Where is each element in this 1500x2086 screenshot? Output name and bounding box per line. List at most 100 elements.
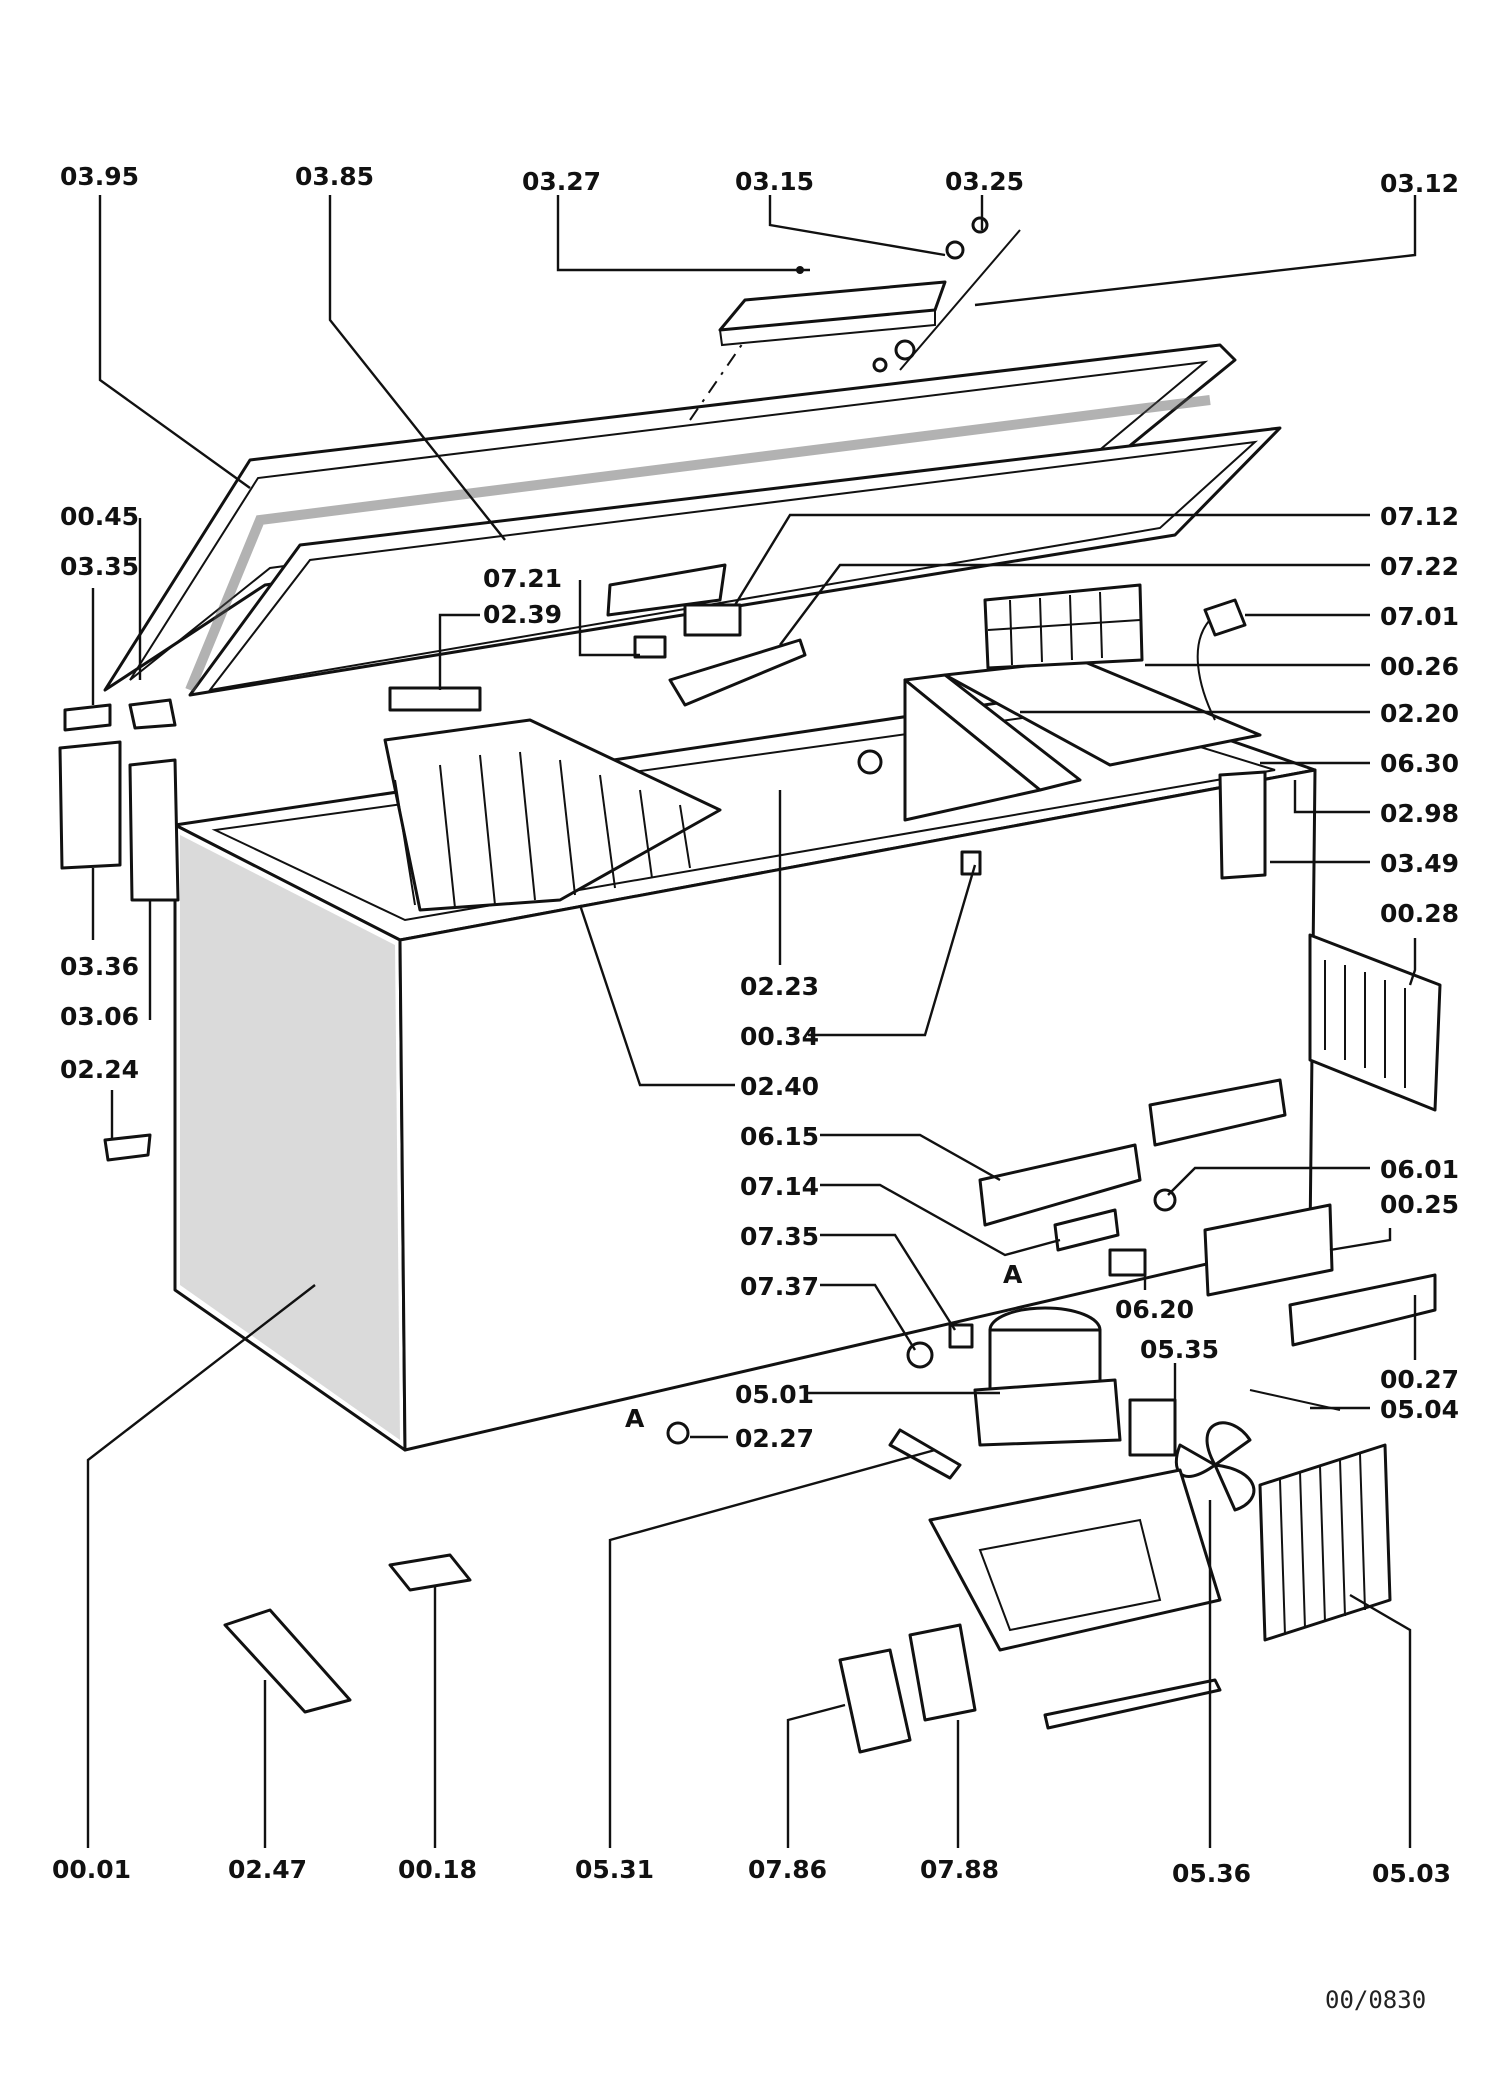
label-06-30: 06.30 [1380,749,1459,778]
condenser-fin [1339,1459,1346,1617]
knob-06-01 [1153,1188,1177,1212]
handle-screw-top [971,216,989,234]
handle-screw [945,240,965,260]
cabinet-inner-rim [211,708,1276,922]
plug [1203,598,1247,637]
condenser-fin [1359,1453,1366,1611]
handle-pin [872,357,888,373]
label-00-18: 00.18 [398,1855,477,1884]
power-cord [1196,598,1247,721]
grid-line [987,619,1141,631]
handle-body [718,280,947,332]
label-05-03: 05.03 [1372,1859,1451,1888]
leader-lines [86,195,1417,1848]
compressor-base [973,1378,1122,1447]
label-02-27: 02.27 [735,1424,814,1453]
light-cover [668,638,807,707]
label-03-25: 03.25 [945,167,1024,196]
panel-top [1148,1078,1287,1147]
label-06-15: 06.15 [740,1122,819,1151]
handle-bracket-line [899,229,1021,371]
label-03-06: 03.06 [60,1002,139,1031]
lid-gasket [207,440,1259,692]
condenser-fin [1299,1471,1306,1629]
label-07-14: 07.14 [740,1172,819,1201]
label-02-47: 02.47 [228,1855,307,1884]
hinge-left-group [58,698,180,902]
part-02-24 [103,1133,152,1162]
relay-07-35 [948,1323,974,1349]
label-03-15: 03.15 [735,167,814,196]
label-03-12: 03.12 [1380,169,1459,198]
marker-a-lower: A [625,1404,645,1433]
fan-group [1128,1389,1341,1512]
handle-lock [894,339,916,361]
hinge-right-03-49 [1218,770,1267,880]
vent-grille [1308,933,1442,1112]
label-00-25: 00.25 [1380,1190,1459,1219]
compartment-divider-face [903,678,1042,822]
lid-liner [188,426,1282,697]
base-recess [978,1518,1162,1632]
basket-wire [559,759,576,896]
label-03-85: 03.85 [295,162,374,191]
label-00-34: 00.34 [740,1022,819,1051]
fast-freeze-compartment [903,583,1262,822]
basket-wire [519,751,536,901]
marker-a-upper: A [1003,1260,1023,1289]
part-00-34 [960,850,982,876]
condenser-fin [1319,1465,1326,1623]
label-07-21: 07.21 [483,564,562,593]
stopper-02-23 [857,749,883,775]
label-00-01: 00.01 [52,1855,131,1884]
label-05-35: 05.35 [1140,1335,1219,1364]
panel-06-15 [978,1143,1142,1227]
label-07-88: 07.88 [920,1855,999,1884]
label-07-35: 07.35 [740,1222,819,1251]
part-07-86 [838,1648,912,1754]
fan-blade [1205,1421,1252,1467]
basket-wire [639,789,653,879]
label-02-39: 02.39 [483,600,562,629]
label-03-27: 03.27 [522,167,601,196]
base-plate [928,1468,1222,1652]
label-03-95: 03.95 [60,162,139,191]
compressor-group [906,1306,1122,1447]
label-00-28: 00.28 [1380,899,1459,928]
label-07-01: 07.01 [1380,602,1459,631]
part-labels: 03.95 03.85 03.27 03.15 03.25 03.12 00.4… [52,162,1459,2014]
label-07-86: 07.86 [748,1855,827,1884]
label-05-01: 05.01 [735,1380,814,1409]
part-06-20 [1108,1248,1147,1277]
label-00-27: 00.27 [1380,1365,1459,1394]
label-00-26: 00.26 [1380,652,1459,681]
grid-line [1099,591,1103,659]
label-06-01: 06.01 [1380,1155,1459,1184]
fan-motor-05-35 [1128,1398,1177,1457]
grid-line [1069,594,1073,661]
evaporator-grid [983,583,1144,670]
hinge-plate-03-36 [58,740,122,870]
plug-02-27 [666,1421,690,1445]
part-02-47 [223,1608,352,1714]
dryer-05-04 [1249,1389,1341,1411]
basket-wire [479,754,496,906]
label-05-36: 05.36 [1172,1859,1251,1888]
label-07-12: 07.12 [1380,502,1459,531]
part-07-88 [908,1623,977,1722]
label-07-37: 07.37 [740,1272,819,1301]
thermostat-bracket [606,563,727,617]
label-02-24: 02.24 [60,1055,139,1084]
thermostat-group [606,563,807,707]
hinge-cover-03-35 [63,703,112,732]
basket-wire [599,774,616,889]
label-05-04: 05.04 [1380,1395,1459,1424]
machine-base [928,1443,1392,1730]
part-00-18 [388,1553,472,1592]
control-panel-parts [978,1078,1437,1347]
wire-basket [383,718,722,912]
glass-00-27 [1288,1273,1437,1347]
grid-line [1009,599,1013,666]
grille-frame [1308,933,1442,1112]
